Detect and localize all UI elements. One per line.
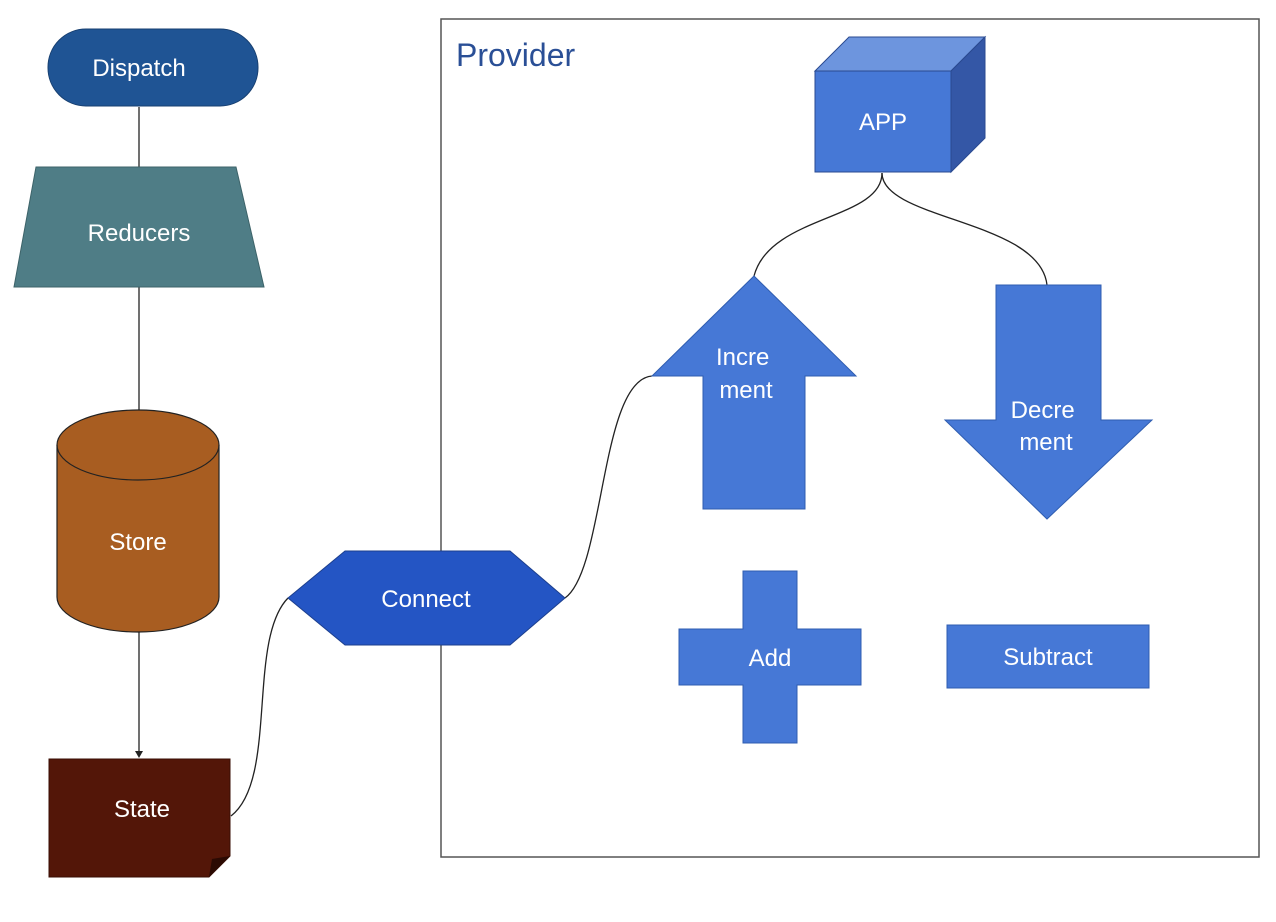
reducers-shape [13,166,265,288]
add-shape [678,570,862,744]
app-cube-front [814,70,952,173]
store-state-arrowhead [135,751,143,758]
state-connect-connector [230,597,289,817]
increment-shape [650,275,858,510]
subtract-node: Subtract [946,624,1150,689]
app-node: APP [813,35,987,174]
connect-shape [287,550,566,646]
app-decrement-connector [881,172,1048,286]
decrement-label-line-2: ment [1019,429,1073,456]
decrement-label: Decre ment [1011,397,1082,456]
reducers-label: Reducers [88,220,191,247]
subtract-shape [946,624,1150,689]
decrement-node: Decre ment [943,284,1154,520]
subtract-label: Subtract [1003,644,1093,671]
decrement-shape [943,284,1154,520]
increment-label: Incre ment [716,344,776,404]
connect-node: Connect [287,550,566,646]
dispatch-node: Dispatch [47,28,259,107]
connect-increment-connector [564,375,653,599]
app-label: APP [859,109,907,136]
increment-label-line-1: Incre [716,344,769,371]
add-node: Add [678,570,862,744]
dispatch-shape [47,28,259,107]
reducers-node: Reducers [13,166,265,288]
state-label: State [114,796,170,823]
provider-title: Provider [456,37,576,73]
store-label: Store [109,529,166,556]
connect-label: Connect [381,586,471,613]
app-increment-connector [753,172,883,277]
state-node: State [48,758,231,878]
store-top-rim [56,444,220,481]
increment-node: Incre ment [650,275,858,510]
decrement-label-line-1: Decre [1011,397,1075,424]
add-label: Add [749,645,792,672]
store-shape [56,409,220,633]
increment-label-line-2: ment [719,377,773,404]
dispatch-label: Dispatch [92,55,185,82]
state-folded-corner [209,856,230,877]
store-node: Store [56,409,220,633]
